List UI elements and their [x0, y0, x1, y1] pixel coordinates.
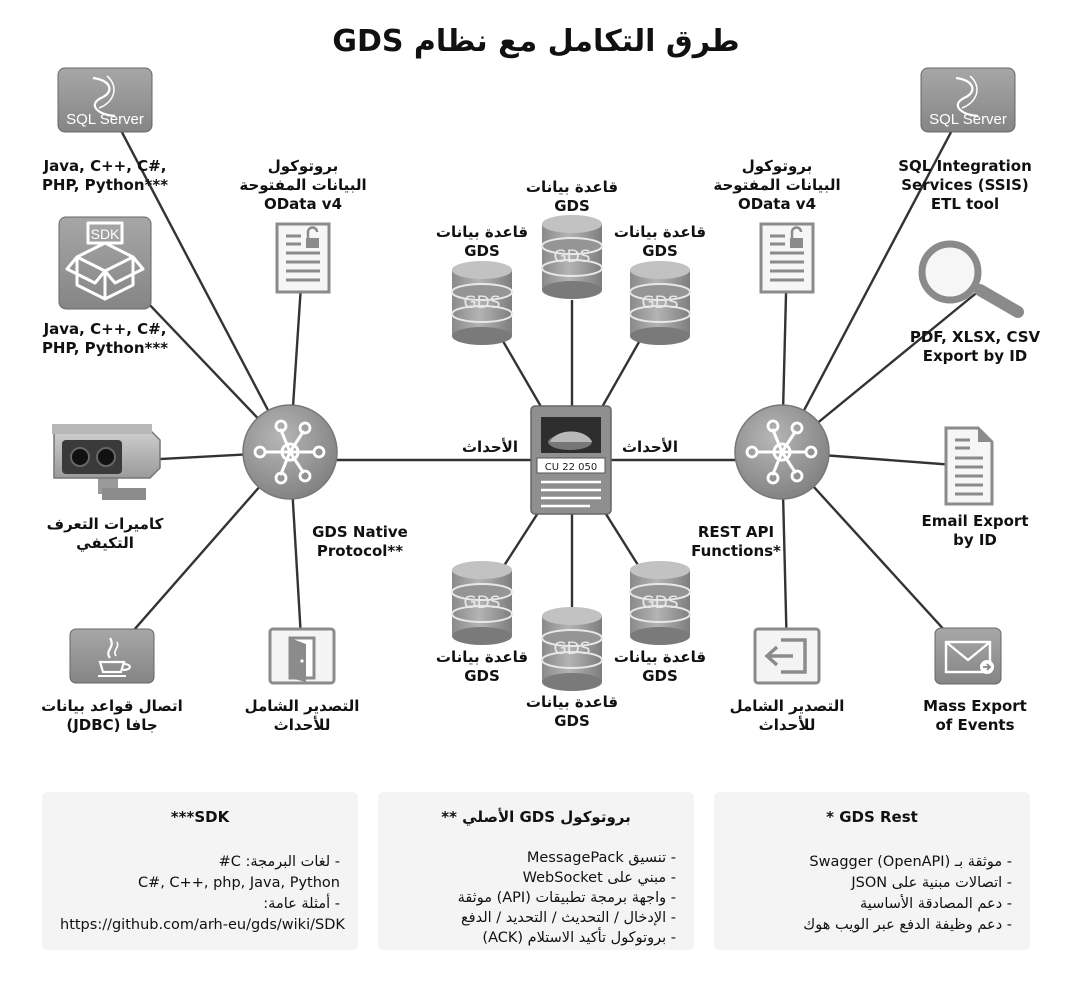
odata-document-icon-left — [275, 222, 331, 294]
rest-api-label: REST API Functions* — [691, 523, 781, 560]
native-protocol-label: GDS Native Protocol** — [312, 523, 408, 560]
bulk-export-label-left: التصدير الشامل للأحداث — [244, 697, 360, 734]
database-icon-bottom-center: GDS — [541, 606, 603, 692]
svg-text:GDS: GDS — [553, 247, 590, 267]
lang-label-top: Java, C++, C#, PHP, Python*** — [41, 157, 169, 194]
database-icon-top-center: GDS — [541, 214, 603, 300]
java-icon — [69, 628, 155, 684]
license-plate-text: CU 22 050 — [545, 462, 597, 473]
rest-api-hub — [734, 404, 830, 500]
bulk-export-door-icon-left — [268, 627, 336, 685]
sql-server-icon-left: SQL Server — [57, 67, 153, 133]
database-icon-top-left: GDS — [451, 260, 513, 346]
lang-label-mid: Java, C++, C#, PHP, Python*** — [41, 320, 169, 357]
mail-icon — [934, 627, 1002, 685]
email-export-label: Email Export by ID — [921, 512, 1029, 549]
sdk-box-lines: - لغات البرمجة: C# C#, C++, php, Java, P… — [60, 854, 345, 933]
odata-document-icon-right — [759, 222, 815, 294]
database-icon-bottom-left: GDS — [451, 560, 513, 646]
native-box-lines: - تنسيق MessagePack - مبني على WebSocket… — [457, 850, 676, 946]
events-label-right: الأحداث — [621, 438, 678, 456]
db-label-bottom-right: قاعدة بيانات GDS — [613, 648, 707, 685]
svg-text:GDS: GDS — [463, 593, 500, 613]
db-label-bottom-center: قاعدة بيانات GDS — [525, 693, 619, 730]
rest-box-lines: - موثقة بـ Swagger (OpenAPI) - اتصالات م… — [803, 854, 1012, 933]
sdk-box-icon: SDK — [58, 216, 152, 310]
ssis-label: SQL Integration Services (SSIS) ETL tool — [898, 157, 1032, 213]
magnifier-icon — [918, 240, 1024, 318]
native-info-box: بروتوكول GDS الأصلي ** - تنسيق MessagePa… — [378, 792, 694, 950]
page-title: طرق التكامل مع نظام GDS — [332, 24, 740, 59]
svg-text:SQL Server: SQL Server — [929, 111, 1007, 128]
native-protocol-hub — [242, 404, 338, 500]
sdk-info-box: ***SDK - لغات البرمجة: C# C#, C++, php, … — [42, 792, 358, 950]
sql-server-icon-right: SQL Server — [920, 67, 1016, 133]
cameras-label: كاميرات التعرف التكيفي — [46, 515, 164, 552]
central-event-card: CU 22 050 — [530, 405, 612, 515]
db-label-top-center: قاعدة بيانات GDS — [525, 178, 619, 215]
database-icon-bottom-right: GDS — [629, 560, 691, 646]
sdk-text: SDK — [91, 226, 120, 242]
export-pdf-label: PDF, XLSX, CSV Export by ID — [909, 328, 1041, 365]
database-icon-top-right: GDS — [629, 260, 691, 346]
camera-icon — [52, 424, 161, 500]
db-label-bottom-left: قاعدة بيانات GDS — [435, 648, 529, 685]
svg-text:GDS: GDS — [553, 639, 590, 659]
native-box-title: بروتوكول GDS الأصلي ** — [441, 808, 631, 826]
svg-text:GDS: GDS — [641, 293, 678, 313]
svg-text:GDS: GDS — [641, 593, 678, 613]
rest-info-box: * GDS Rest - موثقة بـ Swagger (OpenAPI) … — [714, 792, 1030, 950]
bulk-export-label-right: التصدير الشامل للأحداث — [729, 697, 845, 734]
mass-export-label: Mass Export of Events — [923, 697, 1027, 734]
export-document-icon — [944, 426, 994, 506]
odata-label-left: بروتوكول البيانات المفتوحة OData v4 — [239, 157, 367, 213]
events-label-left: الأحداث — [461, 438, 518, 456]
jdbc-label: اتصال قواعد بيانات جافا (JDBC) — [41, 697, 183, 734]
bulk-export-arrow-icon-right — [753, 627, 821, 685]
db-label-top-left: قاعدة بيانات GDS — [435, 223, 529, 260]
odata-label-right: بروتوكول البيانات المفتوحة OData v4 — [713, 157, 841, 213]
db-label-top-right: قاعدة بيانات GDS — [613, 223, 707, 260]
sdk-box-title: ***SDK — [170, 808, 230, 826]
svg-text:GDS: GDS — [463, 293, 500, 313]
rest-box-title: * GDS Rest — [826, 808, 918, 826]
sql-server-text: SQL Server — [66, 111, 144, 128]
